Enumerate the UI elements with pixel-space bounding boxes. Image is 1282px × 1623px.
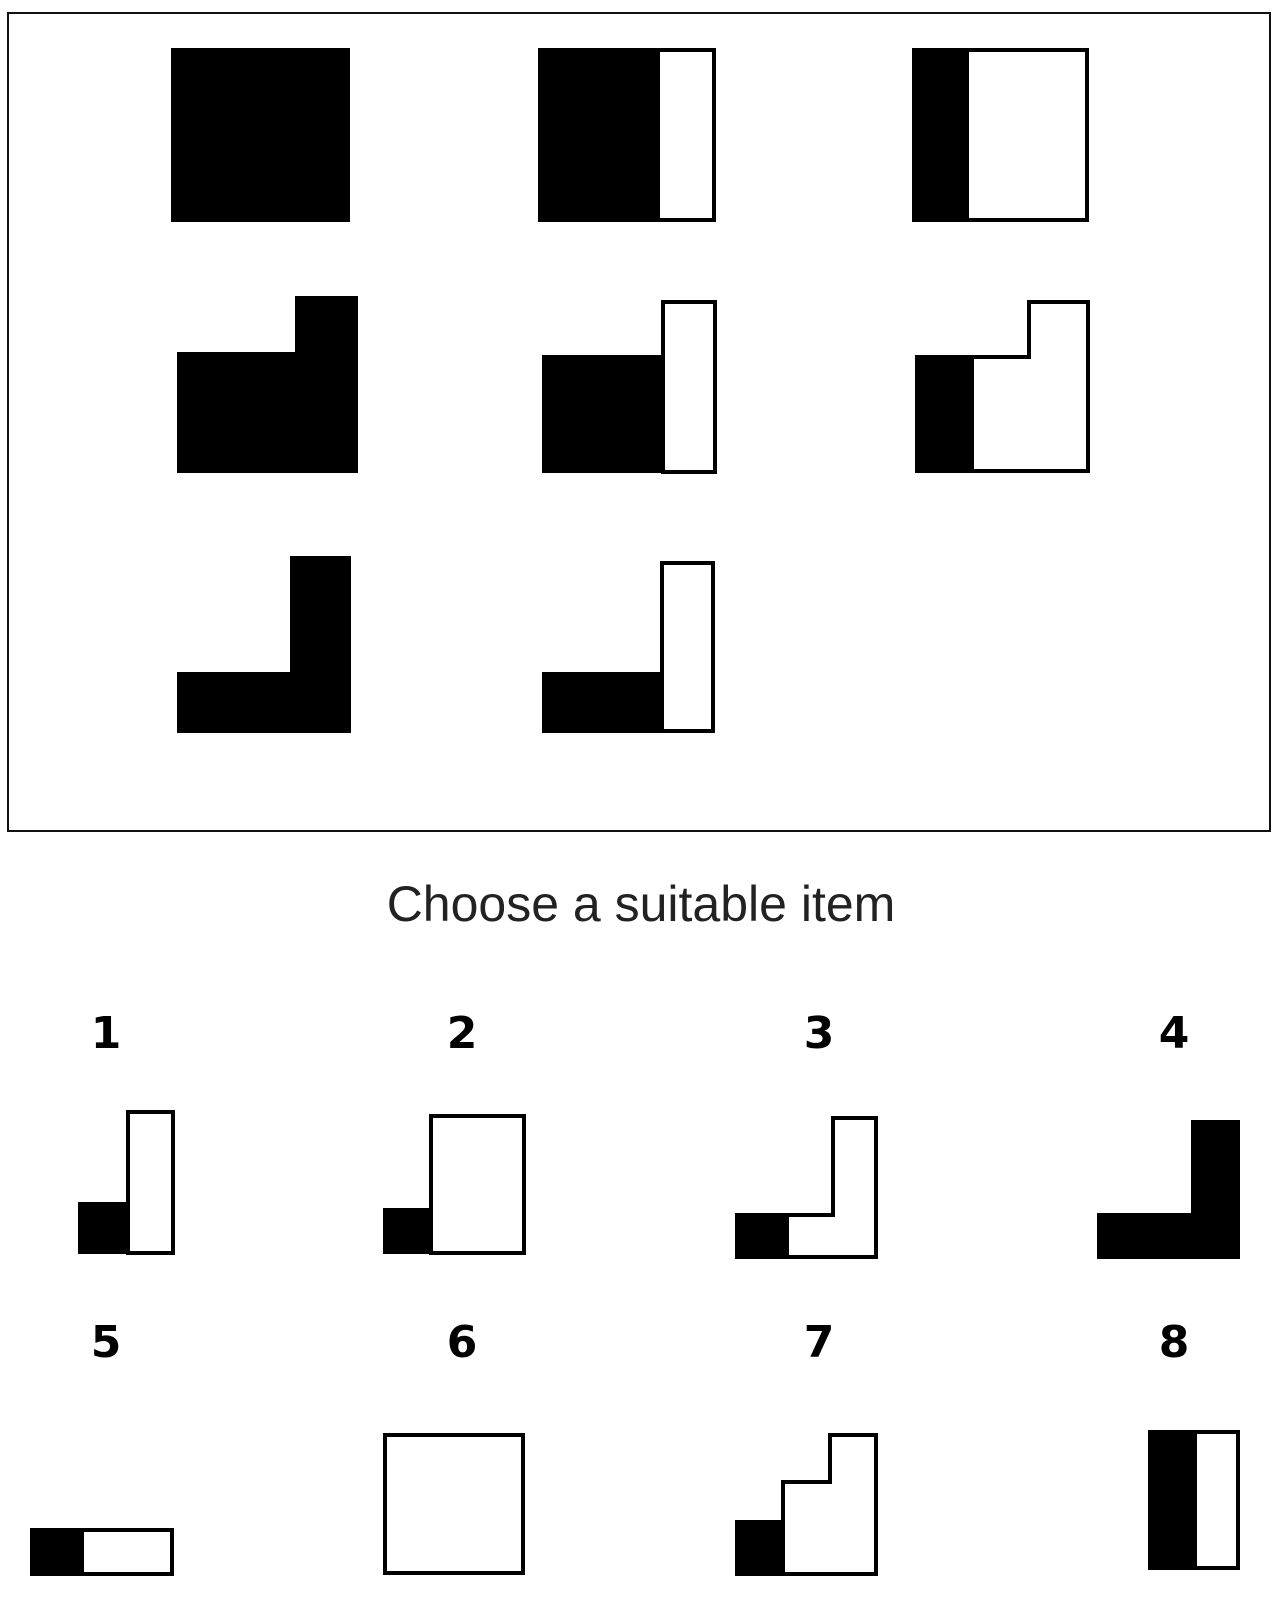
option-3-figure[interactable] (735, 1116, 878, 1259)
prompt-text: Choose a suitable item (386, 876, 896, 932)
matrix-cell-2-2 (542, 300, 717, 474)
option-number-6: 6 (446, 1317, 478, 1368)
option-4[interactable] (1070, 1000, 1270, 1275)
option-7-figure[interactable] (735, 1433, 878, 1576)
matrix-frame (7, 12, 1271, 832)
option-8-figure[interactable] (1148, 1430, 1240, 1570)
option-number-7: 7 (803, 1317, 835, 1368)
option-number-4: 4 (1158, 1008, 1190, 1059)
option-number-2: 2 (446, 1008, 478, 1059)
matrix-cell-1-3 (912, 48, 1089, 222)
matrix-cell-2-3 (915, 300, 1090, 473)
matrix-cell-3-2 (542, 561, 715, 733)
answer-figures (30, 1110, 1240, 1576)
option-7[interactable] (710, 1305, 910, 1595)
option-6-figure[interactable] (383, 1433, 525, 1575)
option-5-figure[interactable] (30, 1528, 174, 1576)
option-2-figure[interactable] (383, 1114, 526, 1255)
option-6[interactable] (360, 1305, 560, 1595)
matrix-cell-1-1 (171, 48, 350, 222)
option-1-figure[interactable] (78, 1110, 175, 1255)
option-3[interactable] (710, 1000, 910, 1275)
option-4-figure[interactable] (1097, 1120, 1240, 1259)
matrix-cell-3-1 (177, 556, 351, 733)
option-2[interactable] (360, 1000, 560, 1275)
option-number-3: 3 (803, 1008, 835, 1059)
option-number-5: 5 (90, 1317, 122, 1368)
matrix-cell-1-2 (538, 48, 716, 222)
option-5[interactable] (20, 1305, 220, 1595)
option-number-8: 8 (1158, 1317, 1190, 1368)
option-1[interactable] (20, 1000, 220, 1275)
matrix-figures (171, 48, 1090, 733)
option-8[interactable] (1070, 1305, 1270, 1595)
matrix-cell-2-1 (177, 296, 358, 473)
option-number-1: 1 (90, 1008, 122, 1059)
